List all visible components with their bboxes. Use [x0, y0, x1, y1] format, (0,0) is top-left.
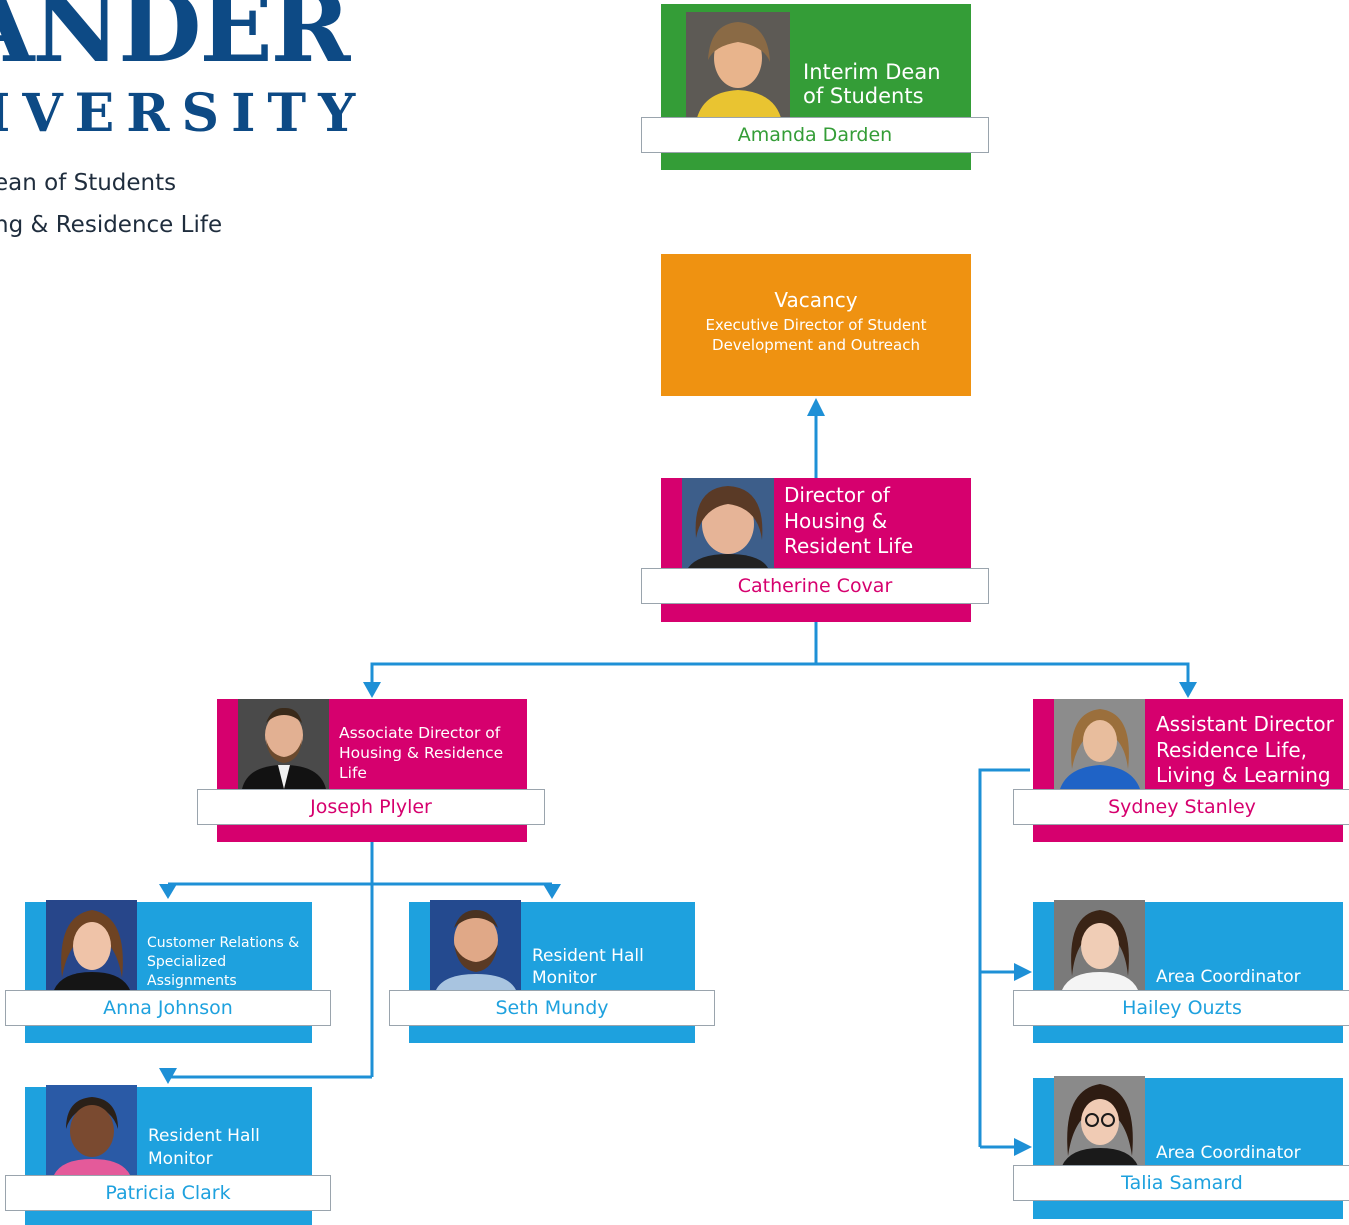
arrowhead-down-plyler — [363, 682, 381, 698]
university-logo-wordmark: ANDER — [0, 0, 350, 84]
card-customer-relations[interactable]: Customer Relations & Specialized Assignm… — [5, 900, 331, 1043]
header-line-dean: ean of Students — [0, 170, 177, 196]
name-plate: Joseph Plyler — [197, 789, 545, 825]
name-plate: Anna Johnson — [5, 990, 331, 1026]
name-plate: Amanda Darden — [641, 117, 989, 153]
card-interim-dean[interactable]: Interim Dean of Students Amanda Darden — [641, 4, 991, 170]
card-assistant-director[interactable]: Assistant Director Residence Life, Livin… — [1013, 699, 1349, 842]
portrait-photo — [1054, 1076, 1145, 1166]
portrait-photo — [238, 699, 329, 789]
university-logo-subtitle: IVERSITY — [0, 83, 368, 144]
card-title: Area Coordinator — [1156, 967, 1301, 987]
name-plate: Hailey Ouzts — [1013, 990, 1349, 1026]
portrait-photo — [682, 478, 774, 568]
vacancy-subtitle: Executive Director of Student Developmen… — [705, 316, 927, 355]
vacancy-heading: Vacancy — [774, 288, 858, 312]
card-title: Resident Hall Monitor — [532, 946, 644, 989]
portrait-photo — [46, 1085, 137, 1175]
name-plate: Catherine Covar — [641, 568, 989, 604]
connector-covar-to-stanley — [816, 662, 1190, 684]
name-plate: Sydney Stanley — [1013, 789, 1349, 825]
connector-stanley-trunk — [978, 768, 1030, 1147]
card-area-coordinator-samard[interactable]: Area Coordinator Talia Samard — [1013, 1076, 1349, 1219]
card-title: Area Coordinator — [1156, 1143, 1301, 1163]
card-director-housing[interactable]: Director of Housing & Resident Life Cath… — [641, 478, 991, 622]
card-area-coordinator-ouzts[interactable]: Area Coordinator Hailey Ouzts — [1013, 900, 1349, 1043]
arrowhead-down-stanley — [1179, 682, 1197, 698]
name-plate: Patricia Clark — [5, 1175, 331, 1211]
portrait-photo — [46, 900, 137, 990]
arrowhead-down-johnson — [159, 884, 177, 899]
card-title: Assistant Director Residence Life, Livin… — [1156, 712, 1334, 788]
connector-covar-branch — [370, 622, 818, 684]
header-line-housing: ng & Residence Life — [0, 212, 223, 238]
arrowhead-down-clark — [159, 1068, 177, 1084]
portrait-photo — [430, 900, 521, 990]
card-title: Resident Hall Monitor — [148, 1126, 260, 1169]
portrait-photo — [686, 12, 790, 122]
card-resident-hall-monitor-mundy[interactable]: Resident Hall Monitor Seth Mundy — [389, 900, 715, 1043]
name-plate: Talia Samard — [1013, 1165, 1349, 1201]
name-plate: Seth Mundy — [389, 990, 715, 1026]
card-resident-hall-monitor-clark[interactable]: Resident Hall Monitor Patricia Clark — [5, 1085, 331, 1225]
portrait-photo — [1054, 900, 1145, 990]
arrowhead-up-vacancy — [807, 398, 825, 416]
card-title: Associate Director of Housing & Residenc… — [339, 724, 504, 783]
arrowhead-down-mundy — [543, 884, 561, 899]
card-associate-director[interactable]: Associate Director of Housing & Residenc… — [197, 699, 547, 842]
arrowhead-right-samard — [1014, 1138, 1032, 1156]
card-vacancy[interactable]: Vacancy Executive Director of Student De… — [661, 254, 971, 396]
card-title: Director of Housing & Resident Life — [784, 483, 914, 559]
arrowhead-right-ouzts — [1014, 963, 1032, 981]
portrait-photo — [1054, 699, 1145, 789]
card-title: Customer Relations & Specialized Assignm… — [147, 935, 300, 989]
card-title: Interim Dean of Students — [803, 60, 941, 109]
